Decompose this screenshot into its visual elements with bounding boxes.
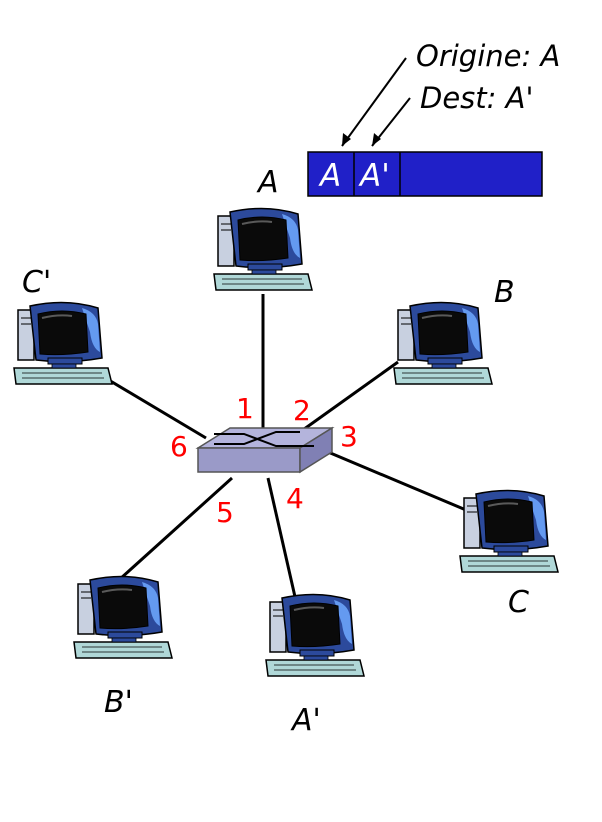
links <box>101 294 467 611</box>
switch <box>195 426 335 474</box>
host-b-prime: B' <box>73 575 173 720</box>
origin-annotation: Origine: A <box>416 39 560 73</box>
computer-icon <box>213 207 313 291</box>
host-c-prime: C' <box>13 265 113 385</box>
port-label-6: 6 <box>170 430 188 463</box>
frame: A A' <box>307 151 543 197</box>
host-b: B <box>393 275 515 385</box>
frame-dest-field: A' <box>358 158 390 194</box>
host-label-c-prime: C' <box>22 265 51 300</box>
link-b <box>299 360 399 434</box>
port-label-3: 3 <box>340 420 358 453</box>
host-label-a: A <box>256 165 279 200</box>
link-a-prime <box>266 477 300 611</box>
computer-icon <box>13 301 113 385</box>
link-c <box>327 450 467 512</box>
host-a-prime: A' <box>265 593 365 738</box>
annotations: Origine: A Dest: A' <box>341 39 560 147</box>
origin-arrow <box>341 57 407 147</box>
port-label-2: 2 <box>293 394 311 427</box>
frame-body <box>307 151 543 197</box>
dest-annotation: Dest: A' <box>420 81 533 115</box>
host-label-b: B <box>494 275 515 310</box>
host-c: C <box>459 489 559 620</box>
computer-icon <box>265 593 365 677</box>
port-label-1: 1 <box>236 392 254 425</box>
dest-arrowhead-icon <box>372 133 381 146</box>
switch-arrows-icon <box>214 431 314 447</box>
frame-source-field: A <box>318 158 341 194</box>
computer-icon <box>73 575 173 659</box>
origin-arrowhead-icon <box>342 133 351 146</box>
port-labels: 1 2 3 4 5 6 <box>170 392 358 529</box>
port-label-4: 4 <box>286 482 304 515</box>
host-a: A <box>213 165 313 291</box>
computer-icon <box>393 301 493 385</box>
host-label-c: C <box>508 585 529 620</box>
host-label-a-prime: A' <box>290 703 321 738</box>
link-b-prime <box>108 476 234 590</box>
computer-icon <box>459 489 559 573</box>
host-label-b-prime: B' <box>104 685 133 720</box>
link-c-prime <box>101 374 207 440</box>
port-label-5: 5 <box>216 496 234 529</box>
